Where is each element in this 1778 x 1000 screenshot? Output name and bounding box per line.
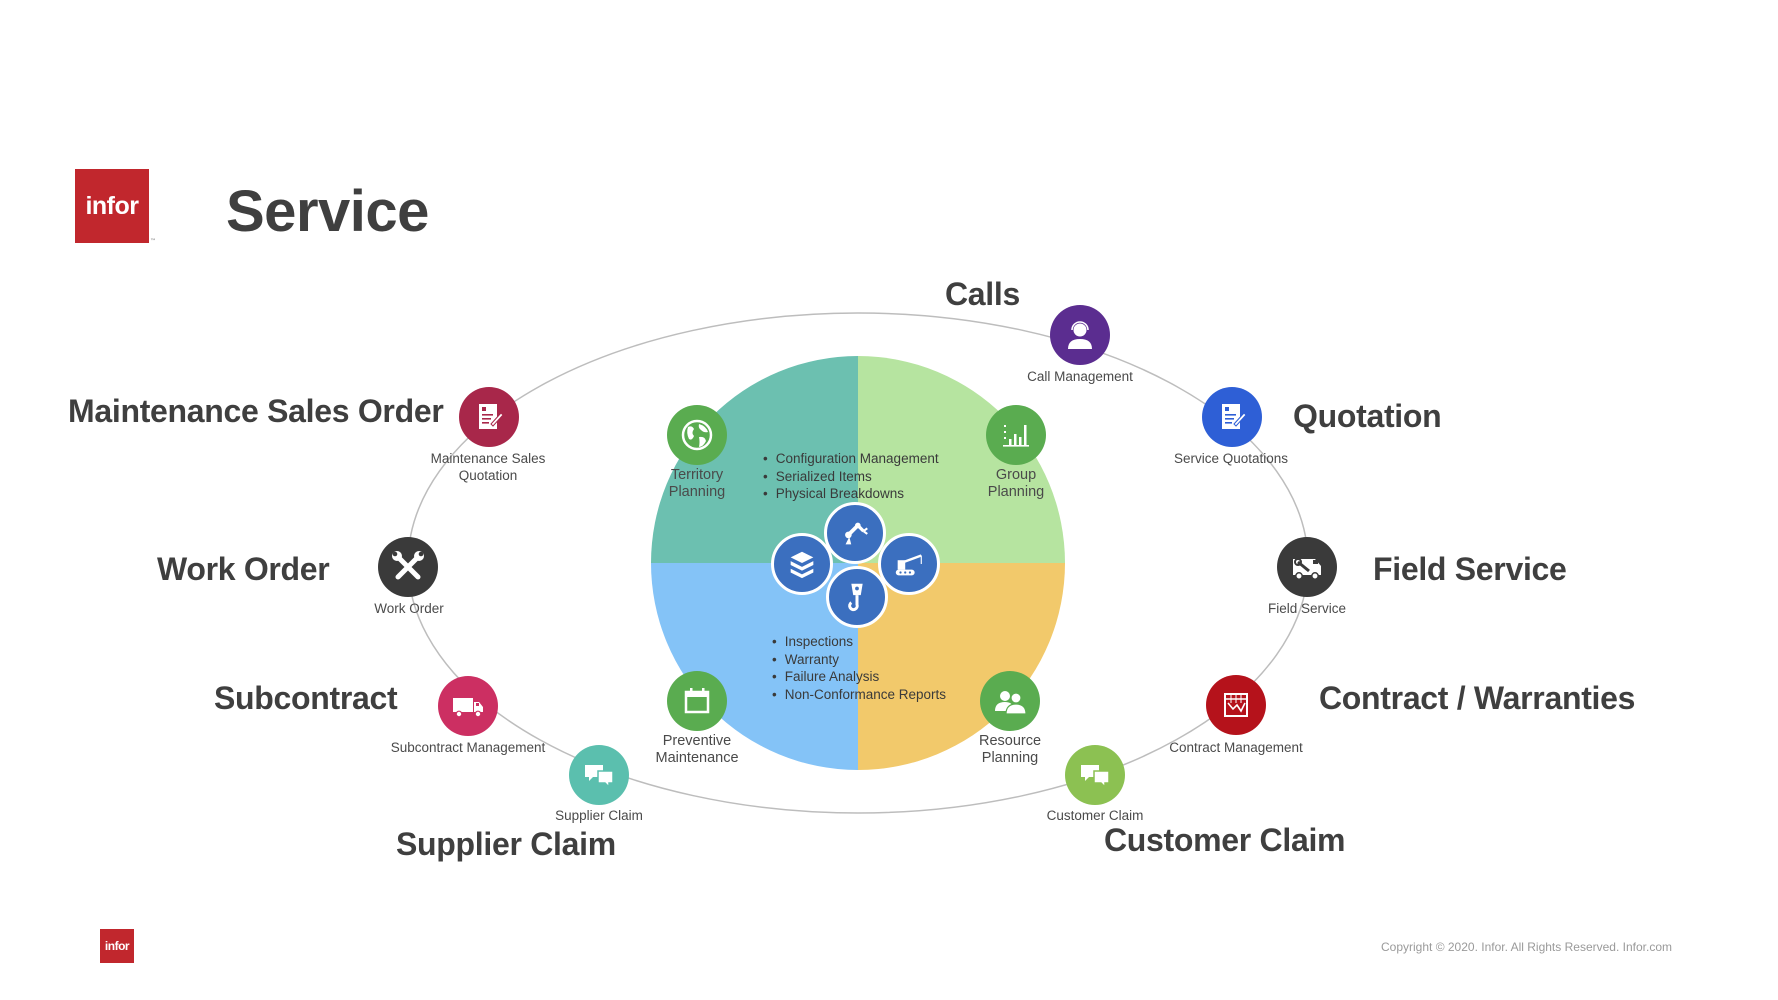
infor-logo: infor ™ — [75, 169, 155, 244]
category-subcontract: Subcontract — [214, 680, 398, 716]
preventive-maintenance-label: Preventive Maintenance — [655, 733, 738, 767]
feature-item: Warranty — [772, 651, 946, 669]
logo-text: infor — [85, 191, 139, 220]
label-line-1: Maintenance Sales — [430, 451, 546, 466]
cube-stack-icon — [790, 551, 814, 579]
chat-bubbles-icon — [1081, 765, 1110, 789]
label-line-1: Resource — [978, 733, 1042, 749]
field-service-node[interactable] — [1277, 537, 1337, 597]
users-icon — [995, 691, 1027, 715]
quadrant-bottom-right — [858, 563, 1065, 770]
document-edit-icon — [479, 404, 504, 429]
category-work-order: Work Order — [157, 551, 330, 587]
call-management-node[interactable] — [1050, 305, 1110, 365]
truck-icon — [453, 698, 483, 718]
logo-text: infor — [104, 939, 130, 953]
subcontract-management-label: Subcontract Management — [390, 740, 546, 755]
contract-management-node[interactable] — [1206, 675, 1266, 735]
preventive-maintenance-node[interactable] — [667, 671, 727, 731]
service-quotations-label: Service Quotations — [1173, 451, 1289, 466]
globe-icon — [681, 419, 713, 451]
contract-management-label: Contract Management — [1169, 740, 1303, 755]
crane-hook-icon — [848, 583, 863, 612]
page-title: Service — [226, 179, 429, 244]
cube-stack-hub[interactable] — [771, 533, 833, 595]
quadrant-top-right — [858, 356, 1065, 563]
supplier-claim-node[interactable] — [569, 745, 629, 805]
resource-planning-node[interactable] — [980, 671, 1040, 731]
van-wrench-icon — [1293, 558, 1321, 580]
crane-hook-hub[interactable] — [826, 566, 888, 628]
group-planning-label: Group Planning — [988, 467, 1044, 501]
footer-infor-logo: infor — [100, 929, 134, 963]
work-order-label: Work Order — [374, 601, 444, 616]
calendar-icon — [684, 688, 710, 714]
territory-planning-label: Territory Planning — [669, 467, 725, 501]
copyright-text: Copyright © 2020. Infor. All Rights Rese… — [1381, 940, 1672, 954]
label-line-2: Planning — [981, 750, 1039, 766]
resource-planning-label: Resource Planning — [979, 733, 1041, 767]
call-management-label: Call Management — [1027, 369, 1133, 384]
headset-user-icon — [1068, 321, 1092, 349]
center-pie — [651, 356, 1065, 770]
service-quotations-node[interactable] — [1202, 387, 1262, 447]
label-line-2: Quotation — [458, 468, 518, 483]
category-calls: Calls — [945, 276, 1020, 312]
crossed-wrenches-icon — [392, 551, 424, 580]
label-line-1: Group — [995, 467, 1037, 483]
maintenance-sales-quotation-label: Maintenance Sales Quotation — [431, 450, 546, 484]
quadrant-bottom-left — [651, 563, 858, 770]
group-planning-node[interactable] — [986, 405, 1046, 465]
label-line-1: Preventive — [662, 733, 732, 749]
bottom-feature-list: Inspections Warranty Failure Analysis No… — [772, 633, 946, 703]
feature-item: Physical Breakdowns — [763, 485, 939, 503]
document-edit-icon — [1222, 404, 1247, 429]
robot-arm-hub[interactable] — [824, 502, 886, 564]
category-quotation: Quotation — [1293, 398, 1442, 434]
field-service-label: Field Service — [1267, 601, 1347, 616]
category-customer-claim: Customer Claim — [1104, 822, 1346, 858]
maintenance-sales-quotation-node[interactable] — [459, 387, 519, 447]
trademark-mark: ™ — [150, 238, 156, 244]
territory-planning-node[interactable] — [667, 405, 727, 465]
subcontract-management-node[interactable] — [438, 676, 498, 736]
customer-claim-node[interactable] — [1065, 745, 1125, 805]
label-line-2: Maintenance — [655, 750, 739, 766]
label-line-2: Planning — [987, 484, 1045, 500]
crane-hub[interactable] — [878, 533, 940, 595]
feature-item: Inspections — [772, 633, 946, 651]
category-supplier-claim: Supplier Claim — [396, 826, 616, 862]
contract-chart-icon — [1224, 693, 1248, 717]
chat-bubbles-icon — [585, 765, 614, 789]
crane-icon — [895, 554, 922, 576]
feature-item: Non-Conformance Reports — [772, 686, 946, 704]
work-order-node[interactable] — [378, 537, 438, 597]
feature-item: Failure Analysis — [772, 668, 946, 686]
category-field-service: Field Service — [1373, 551, 1567, 587]
customer-claim-label: Customer Claim — [1046, 808, 1144, 823]
feature-item: Configuration Management — [763, 450, 939, 468]
quadrant-top-left — [651, 356, 858, 563]
supplier-claim-label: Supplier Claim — [555, 808, 643, 823]
category-contract-warranties: Contract / Warranties — [1319, 680, 1636, 716]
bar-chart-icon — [1003, 425, 1029, 447]
robot-arm-icon — [845, 522, 868, 545]
label-line-1: Territory — [670, 467, 724, 483]
label-line-2: Planning — [668, 484, 726, 500]
top-feature-list: Configuration Management Serialized Item… — [763, 450, 939, 503]
category-maintenance-sales-order: Maintenance Sales Order — [68, 393, 444, 429]
feature-item: Serialized Items — [763, 468, 939, 486]
